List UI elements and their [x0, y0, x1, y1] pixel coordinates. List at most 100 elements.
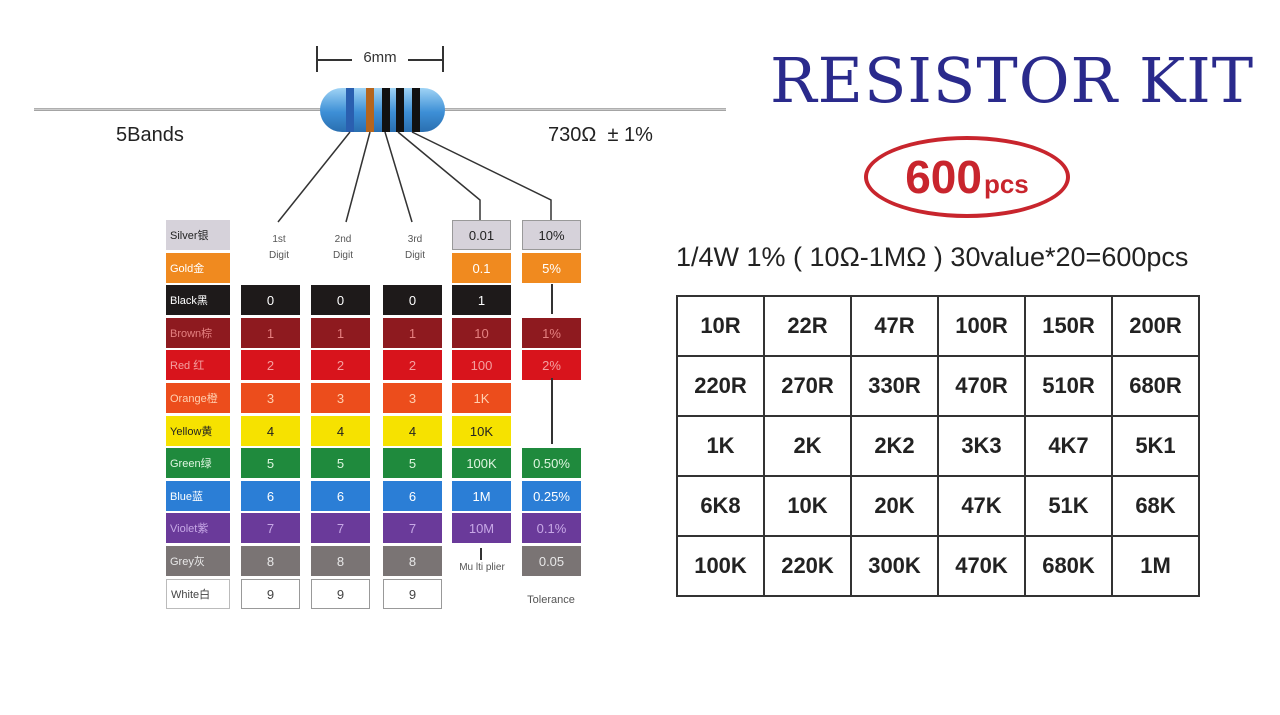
value-cell: 100R	[937, 295, 1026, 357]
multiplier-cell: 1K	[452, 383, 511, 413]
digit-3-cell: 0	[383, 285, 442, 315]
value-cell: 150R	[1024, 295, 1113, 357]
value-cell: 10K	[763, 475, 852, 537]
color-name-cell: Brown棕	[166, 318, 230, 348]
digit-2-cell: 2	[311, 350, 370, 380]
digit-3-cell: 8	[383, 546, 442, 576]
digit-2-cell: 5	[311, 448, 370, 478]
digit-1-cell: 7	[241, 513, 300, 543]
digit-2-cell: 0	[311, 285, 370, 315]
value-cell: 10R	[676, 295, 765, 357]
value-cell: 330R	[850, 355, 939, 417]
value-cell: 4K7	[1024, 415, 1113, 477]
digit-1-cell: 2	[241, 350, 300, 380]
tolerance-cell: 10%	[522, 220, 581, 250]
resistor-band-5	[412, 88, 420, 132]
value-cell: 1K	[676, 415, 765, 477]
value-cell: 680K	[1024, 535, 1113, 597]
resistor-band-1	[346, 88, 354, 132]
digit-3-cell: 5	[383, 448, 442, 478]
color-name-cell: Orange橙	[166, 383, 230, 413]
quantity-unit: pcs	[983, 168, 1029, 199]
spec-line: 1/4W 1% ( 10Ω-1MΩ ) 30value*20=600pcs	[676, 242, 1189, 272]
band-leader-lines	[277, 131, 552, 223]
resistor-body	[320, 88, 445, 132]
multiplier-cell: 0.1	[452, 253, 511, 283]
bands-label: 5Bands	[116, 124, 184, 146]
multiplier-cell: 0.01	[452, 220, 511, 250]
header-tolerance: Tolerance	[527, 594, 575, 606]
color-name-cell: Yellow黄	[166, 416, 230, 446]
resistor-band-3	[382, 88, 390, 132]
resistor-band-4	[396, 88, 404, 132]
digit-1-cell: 3	[241, 383, 300, 413]
tolerance-cell: 0.50%	[522, 448, 581, 478]
header-digit-2: 2nd Digit	[324, 232, 362, 264]
digit-2-cell: 3	[311, 383, 370, 413]
value-cell: 470R	[937, 355, 1026, 417]
digit-1-cell: 8	[241, 546, 300, 576]
multiplier-cell: 10K	[452, 416, 511, 446]
tolerance-cell: 0.1%	[522, 513, 581, 543]
value-cell: 47K	[937, 475, 1026, 537]
value-cell: 51K	[1024, 475, 1113, 537]
color-name-cell: White白	[166, 579, 230, 609]
value-cell: 2K	[763, 415, 852, 477]
column-connector-line	[480, 548, 482, 560]
value-cell: 22R	[763, 295, 852, 357]
digit-2-cell: 1	[311, 318, 370, 348]
digit-3-cell: 7	[383, 513, 442, 543]
value-cell: 510R	[1024, 355, 1113, 417]
digit-3-cell: 2	[383, 350, 442, 380]
digit-1-cell: 0	[241, 285, 300, 315]
page-title: RESISTOR KIT	[770, 44, 1255, 117]
resistor-lead-right	[440, 108, 726, 111]
header-digit-1-line1: 1st	[272, 234, 286, 245]
digit-1-cell: 5	[241, 448, 300, 478]
tolerance-cell: 0.05	[522, 546, 581, 576]
multiplier-cell: 10	[452, 318, 511, 348]
resistor-band-2	[366, 88, 374, 132]
value-cell: 1M	[1111, 535, 1200, 597]
value-cell: 200R	[1111, 295, 1200, 357]
column-connector-line	[551, 378, 553, 444]
column-connector-line	[551, 284, 553, 314]
value-cell: 470K	[937, 535, 1026, 597]
value-cell: 220R	[676, 355, 765, 417]
resistance-tolerance: ± 1%	[607, 124, 653, 146]
color-name-cell: Grey灰	[166, 546, 230, 576]
digit-1-cell: 1	[241, 318, 300, 348]
digit-2-cell: 4	[311, 416, 370, 446]
value-cell: 270R	[763, 355, 852, 417]
tolerance-cell: 0.25%	[522, 481, 581, 511]
digit-3-cell: 1	[383, 318, 442, 348]
color-name-cell: Silver银	[166, 220, 230, 250]
tolerance-cell: 5%	[522, 253, 581, 283]
value-cell: 20K	[850, 475, 939, 537]
value-cell: 680R	[1111, 355, 1200, 417]
digit-2-cell: 6	[311, 481, 370, 511]
digit-3-cell: 9	[383, 579, 442, 609]
multiplier-cell: 10M	[452, 513, 511, 543]
value-cell: 100K	[676, 535, 765, 597]
header-multiplier: Mu lti plier	[459, 562, 505, 573]
digit-2-cell: 9	[311, 579, 370, 609]
color-name-cell: Green绿	[166, 448, 230, 478]
multiplier-cell: 1	[452, 285, 511, 315]
resistance-value: 730Ω	[548, 124, 597, 146]
header-digit-1-line2: Digit	[268, 250, 289, 261]
color-name-cell: Blue蓝	[166, 481, 230, 511]
resistance-value-label: 730Ω ± 1%	[548, 124, 653, 147]
multiplier-cell: 1M	[452, 481, 511, 511]
color-name-cell: Black黑	[166, 285, 230, 315]
header-digit-3-line2: Digit	[404, 250, 425, 261]
value-cell: 300K	[850, 535, 939, 597]
header-digit-2-line2: Digit	[332, 250, 353, 261]
digit-2-cell: 7	[311, 513, 370, 543]
